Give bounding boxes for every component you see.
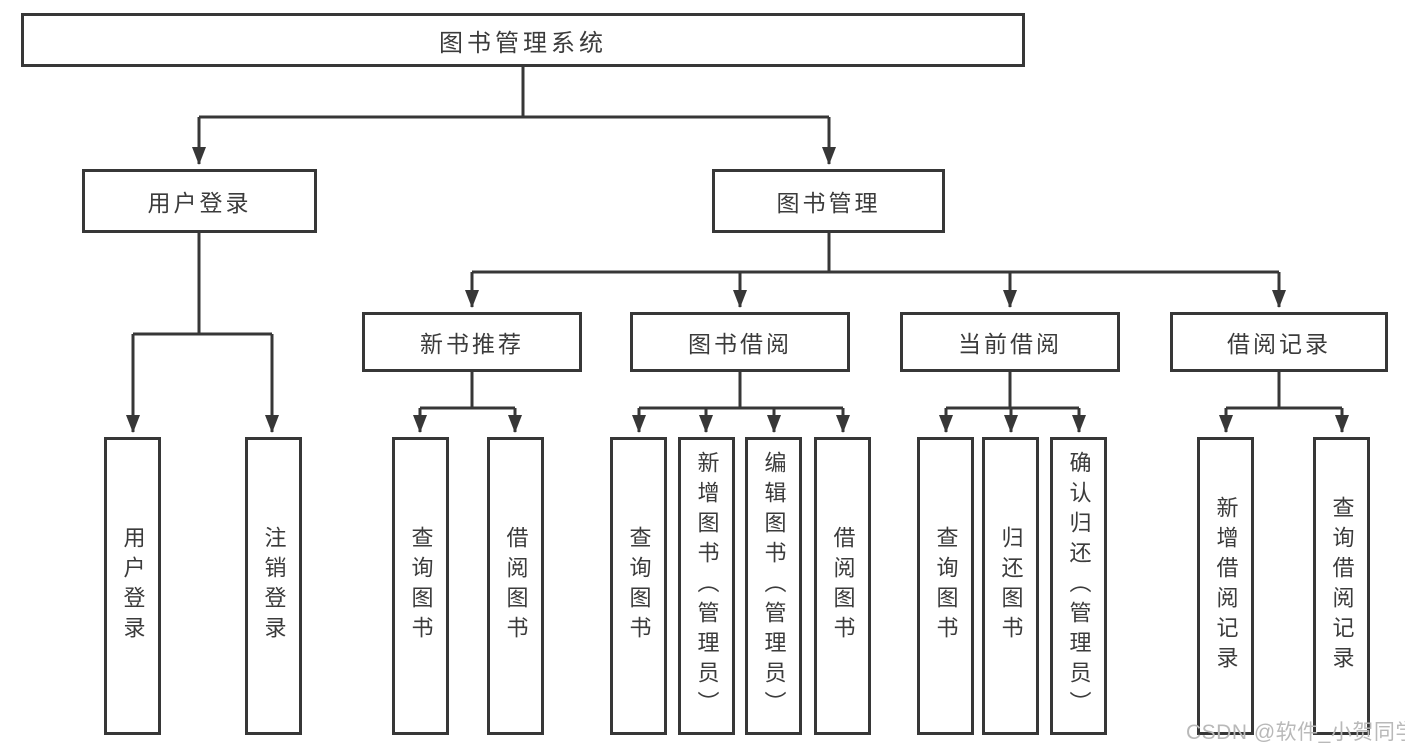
- leaf-records-query-borrow-record-label: 查询借阅记录: [1329, 496, 1355, 676]
- node-borrowing-records: 借阅记录: [1170, 312, 1388, 372]
- leaf-current-query-books: 查询图书: [917, 437, 974, 735]
- leaf-records-query-borrow-record: 查询借阅记录: [1313, 437, 1370, 735]
- leaf-logout: 注销登录: [245, 437, 302, 735]
- node-root: 图书管理系统: [21, 13, 1025, 67]
- leaf-user-login: 用户登录: [104, 437, 161, 735]
- leaf-user-login-label: 用户登录: [120, 526, 146, 646]
- leaf-recommend-query-books-label: 查询图书: [408, 526, 434, 646]
- leaf-current-query-books-label: 查询图书: [933, 526, 959, 646]
- leaf-borrowing-add-books-admin: 新增图书（管理员）: [678, 437, 735, 735]
- leaf-borrowing-edit-books-admin-label: 编辑图书（管理员）: [761, 451, 787, 721]
- leaf-records-add-borrow-record: 新增借阅记录: [1197, 437, 1254, 735]
- leaf-borrowing-add-books-admin-label: 新增图书（管理员）: [694, 451, 720, 721]
- node-user-login: 用户登录: [82, 169, 317, 233]
- leaf-borrowing-edit-books-admin: 编辑图书（管理员）: [745, 437, 802, 735]
- leaf-logout-label: 注销登录: [261, 526, 287, 646]
- leaf-current-return-books: 归还图书: [982, 437, 1039, 735]
- node-root-label: 图书管理系统: [439, 29, 607, 57]
- connector-current-splitter: [946, 372, 1079, 410]
- connector-book-management-splitter: [472, 233, 1279, 274]
- leaf-borrowing-borrow-books: 借阅图书: [814, 437, 871, 735]
- node-book-management-label: 图书管理: [776, 190, 881, 216]
- node-current-borrowing: 当前借阅: [900, 312, 1120, 372]
- node-book-management: 图书管理: [712, 169, 945, 233]
- leaf-borrowing-borrow-books-label: 借阅图书: [830, 526, 856, 646]
- watermark: CSDN @软件_小贺同学: [1186, 721, 1405, 744]
- leaf-current-confirm-return-admin: 确认归还（管理员）: [1050, 437, 1107, 735]
- node-user-login-label: 用户登录: [147, 190, 252, 216]
- leaf-recommend-borrow-books: 借阅图书: [487, 437, 544, 735]
- leaf-records-add-borrow-record-label: 新增借阅记录: [1213, 496, 1239, 676]
- node-new-book-recommendation: 新书推荐: [362, 312, 582, 372]
- node-new-book-recommendation-label: 新书推荐: [420, 331, 524, 357]
- leaf-current-confirm-return-admin-label: 确认归还（管理员）: [1066, 451, 1092, 721]
- node-book-borrowing: 图书借阅: [630, 312, 850, 372]
- leaf-recommend-query-books: 查询图书: [392, 437, 449, 735]
- node-borrowing-records-label: 借阅记录: [1227, 331, 1331, 357]
- connector-records-splitter: [1226, 372, 1342, 410]
- leaf-current-return-books-label: 归还图书: [998, 526, 1024, 646]
- node-book-borrowing-label: 图书借阅: [688, 331, 792, 357]
- connector-root-splitter: [199, 67, 829, 119]
- connector-user-login-splitter: [133, 233, 272, 336]
- connector-recommendation-splitter: [420, 372, 515, 410]
- connector-borrowing-splitter: [639, 372, 843, 410]
- leaf-recommend-borrow-books-label: 借阅图书: [503, 526, 529, 646]
- node-current-borrowing-label: 当前借阅: [958, 331, 1062, 357]
- leaf-borrowing-query-books: 查询图书: [610, 437, 667, 735]
- leaf-borrowing-query-books-label: 查询图书: [626, 526, 652, 646]
